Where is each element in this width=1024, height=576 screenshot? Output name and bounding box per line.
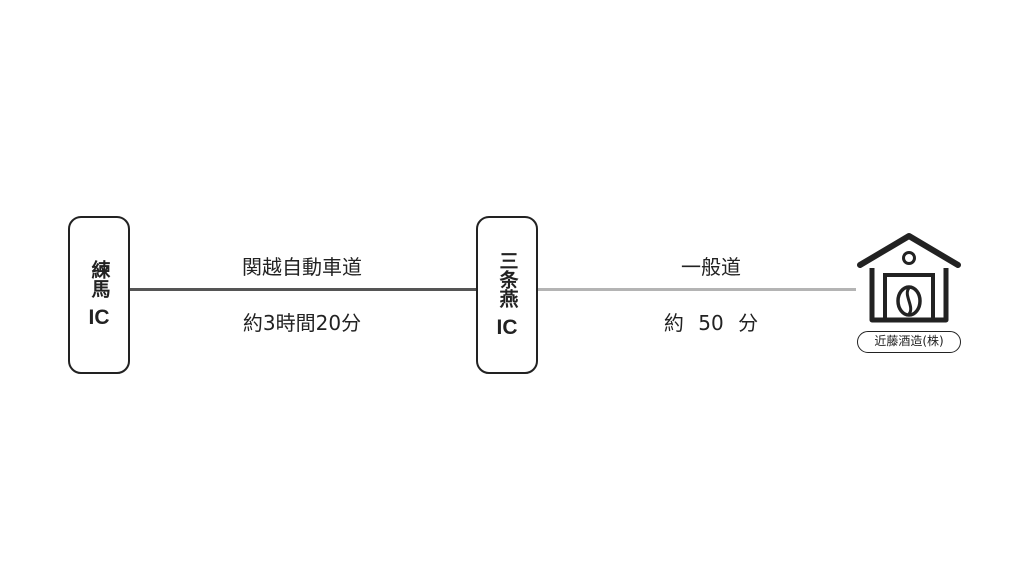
middle-interchange-name: 三条燕 [496,250,519,308]
destination-label: 近藤酒造(株) [857,331,961,353]
local-road-time: 約 50 分 [663,311,759,335]
middle-interchange-code: IC [496,315,518,339]
start-interchange-box: 練馬 IC [68,216,130,374]
expressway-line [130,288,477,291]
brewery-house-icon [857,233,961,323]
expressway-time: 約3時間20分 [242,311,362,335]
expressway-name: 関越自動車道 [242,255,362,279]
middle-interchange-box: 三条燕 IC [476,216,538,374]
start-interchange-name: 練馬 [88,260,111,298]
start-interchange-code: IC [88,306,110,329]
local-road-name: 一般道 [681,255,741,279]
local-road-line [538,288,856,291]
